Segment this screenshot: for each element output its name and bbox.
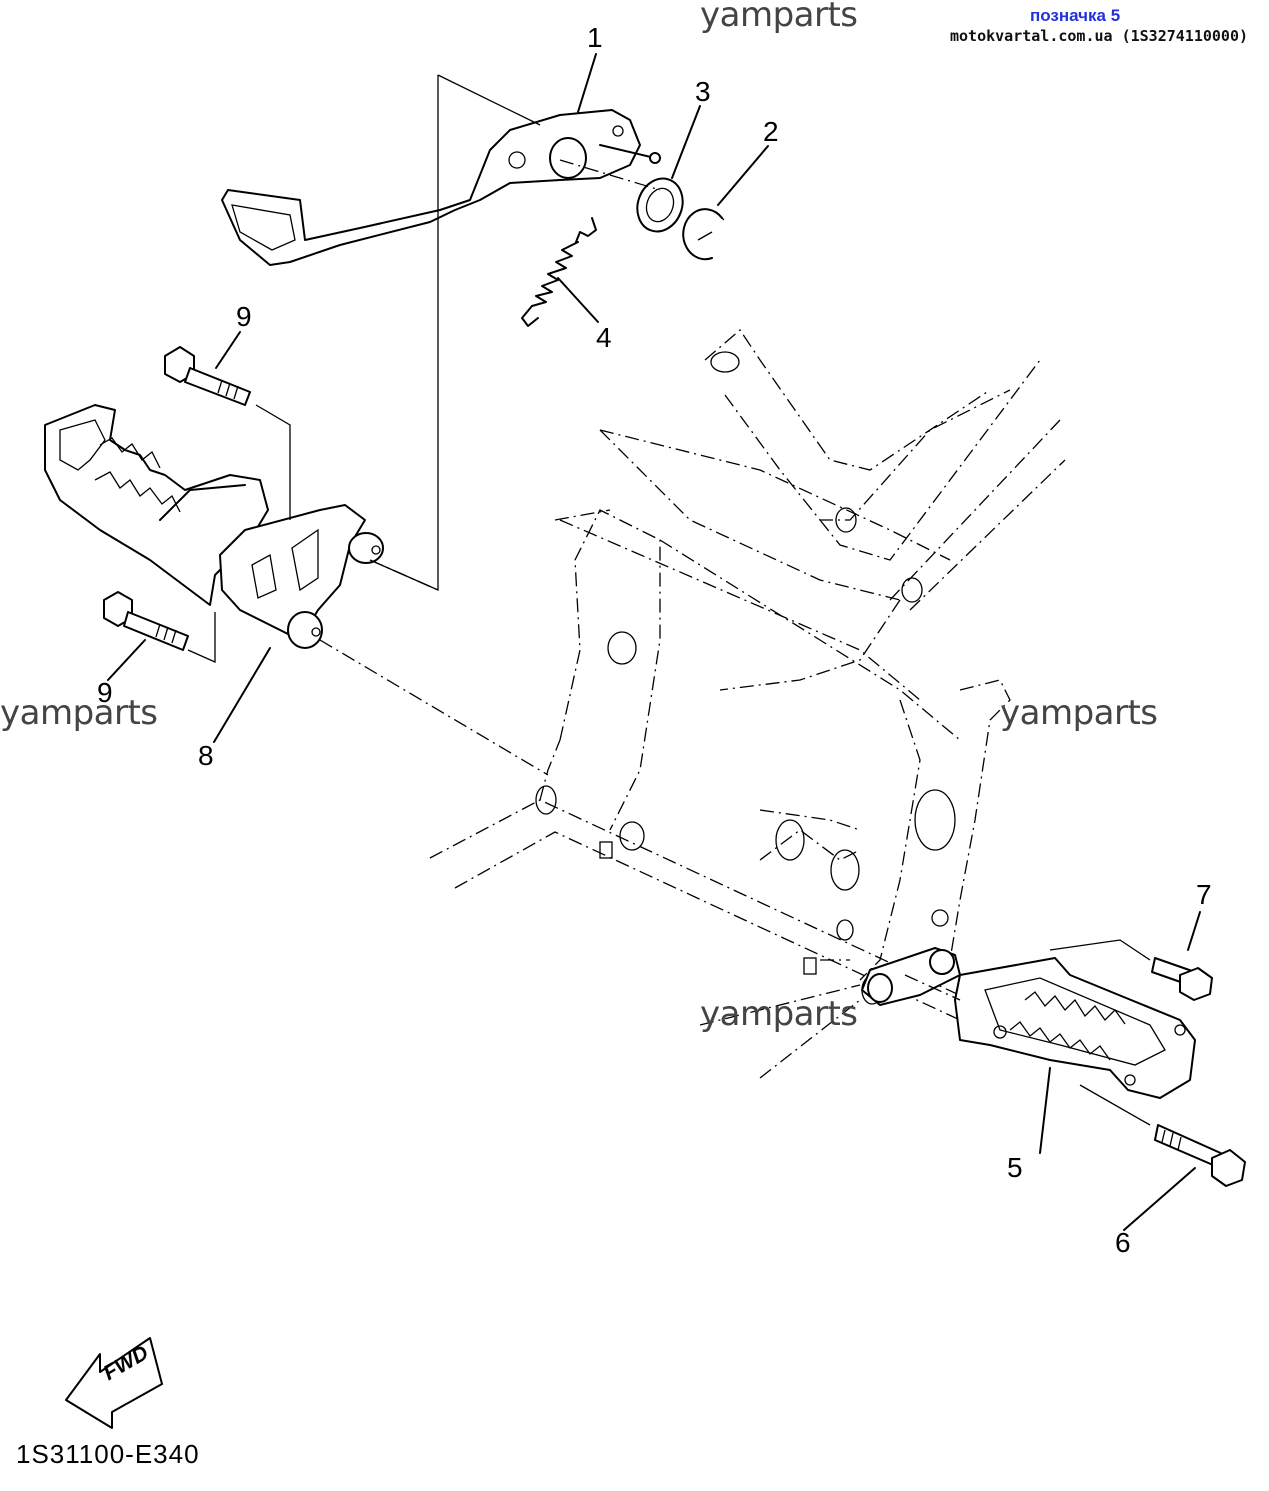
left-footrest-axis-2 — [369, 559, 439, 591]
circlip — [682, 208, 725, 261]
diagram-code: 1S31100-E340 — [16, 1439, 200, 1469]
callout-9-lower: 9 — [97, 677, 113, 708]
assembly-leader-top — [437, 74, 541, 126]
source-label: motokvartal.com.ua (1S3274110000) — [950, 27, 1249, 45]
fwd-arrow-icon — [65, 1337, 163, 1429]
callout-5: 5 — [1007, 1152, 1023, 1183]
bolt-7 — [1151, 957, 1213, 1001]
right-footrest-mount — [861, 947, 961, 1006]
left-footrest-axis — [319, 639, 549, 776]
right-footrest-axis — [904, 974, 961, 1001]
callout-3: 3 — [695, 76, 711, 107]
frame-outline — [429, 329, 1066, 1079]
return-spring — [521, 217, 597, 327]
bolt-upper-leader — [255, 404, 291, 520]
bolt-lower — [103, 591, 189, 651]
callout-1: 1 — [587, 22, 603, 53]
right-footrest — [954, 957, 1196, 1099]
watermark-left: yamparts — [0, 693, 158, 733]
watermark-right: yamparts — [1000, 693, 1158, 733]
bolt-7-leader — [1049, 939, 1151, 961]
bolt-lower-leader — [187, 612, 216, 664]
callout-7: 7 — [1196, 879, 1212, 910]
left-footrest — [44, 404, 384, 649]
watermark-top: yamparts — [700, 0, 858, 35]
washer — [636, 177, 684, 233]
bolt-6 — [1154, 1124, 1246, 1187]
pivot-axis-line — [559, 159, 661, 191]
callout-6: 6 — [1115, 1227, 1131, 1258]
callout-leaders — [107, 53, 1201, 1231]
tag-label: позначка 5 — [1030, 6, 1121, 25]
watermark-bottom: yamparts — [700, 994, 858, 1034]
bolt-upper — [164, 346, 251, 406]
callout-9-upper: 9 — [236, 301, 252, 332]
callout-4: 4 — [596, 322, 612, 353]
bolt-6-leader — [1079, 1084, 1151, 1126]
assembly-leader — [369, 75, 439, 591]
callout-2: 2 — [763, 116, 779, 147]
brake-pedal — [221, 109, 661, 266]
callout-8: 8 — [198, 740, 214, 771]
